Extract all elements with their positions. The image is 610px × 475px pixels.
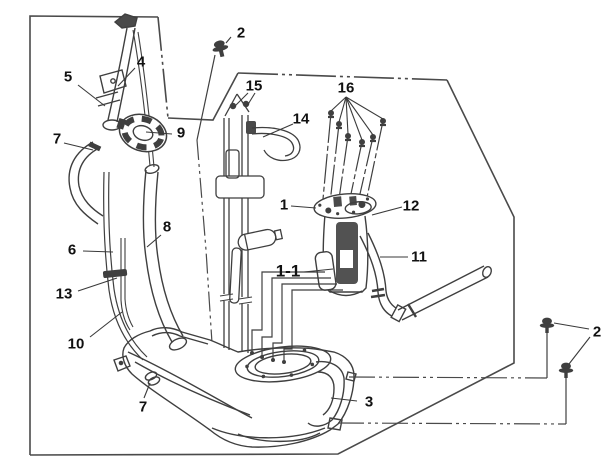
- right-mount-bolts: [337, 317, 574, 425]
- drain-hose-clamp: [88, 141, 102, 152]
- leader-lines: [63, 36, 591, 402]
- diagram-frame: [29, 15, 515, 456]
- fuel-hose: [359, 232, 493, 323]
- neck-clamp: [95, 91, 121, 107]
- harness-lines: [250, 271, 343, 364]
- callout-8: 8: [162, 218, 172, 236]
- callout-2-right: 2: [592, 323, 602, 341]
- filler-neck-assembly: [68, 13, 155, 225]
- filler-neck-bracket: [99, 69, 127, 94]
- breather-tube: [103, 171, 148, 361]
- callout-4: 4: [136, 53, 146, 71]
- fuel-level-sender: [215, 93, 301, 353]
- callout-13: 13: [55, 285, 73, 303]
- callout-11: 11: [411, 248, 427, 266]
- tank-opening: [234, 345, 332, 383]
- pump-mount-bolts: [322, 110, 386, 209]
- callout-1-1: 1-1: [275, 261, 301, 281]
- tube-clamp: [102, 268, 128, 279]
- filler-tube: [142, 164, 184, 343]
- tank-bracket-pocket: [307, 360, 357, 431]
- callout-3: 3: [364, 393, 374, 411]
- callout-2-top: 2: [236, 24, 246, 42]
- callout-5: 5: [63, 68, 73, 86]
- fuel-tank-body: [113, 327, 355, 448]
- callout-6: 6: [67, 241, 77, 259]
- callout-15: 15: [245, 77, 263, 95]
- callout-14: 14: [292, 110, 310, 128]
- callout-7-bottom: 7: [138, 398, 148, 416]
- callout-1: 1: [279, 196, 289, 214]
- pump-flange: [313, 193, 377, 219]
- drain-hose: [68, 141, 104, 225]
- callout-16: 16: [337, 79, 355, 97]
- callout-9: 9: [176, 124, 186, 142]
- callout-12: 12: [402, 197, 420, 215]
- sender-float: [237, 228, 284, 251]
- top-mount-bolt: [196, 40, 229, 344]
- fuel-cap: [116, 113, 168, 153]
- fuel-pump-assembly: [313, 193, 377, 297]
- drain-tube: [120, 238, 134, 331]
- callout-10: 10: [67, 335, 85, 353]
- callout-7-left: 7: [52, 130, 62, 148]
- tube-ring-clamp: [144, 371, 161, 386]
- bolt-phantom-line: [196, 139, 213, 344]
